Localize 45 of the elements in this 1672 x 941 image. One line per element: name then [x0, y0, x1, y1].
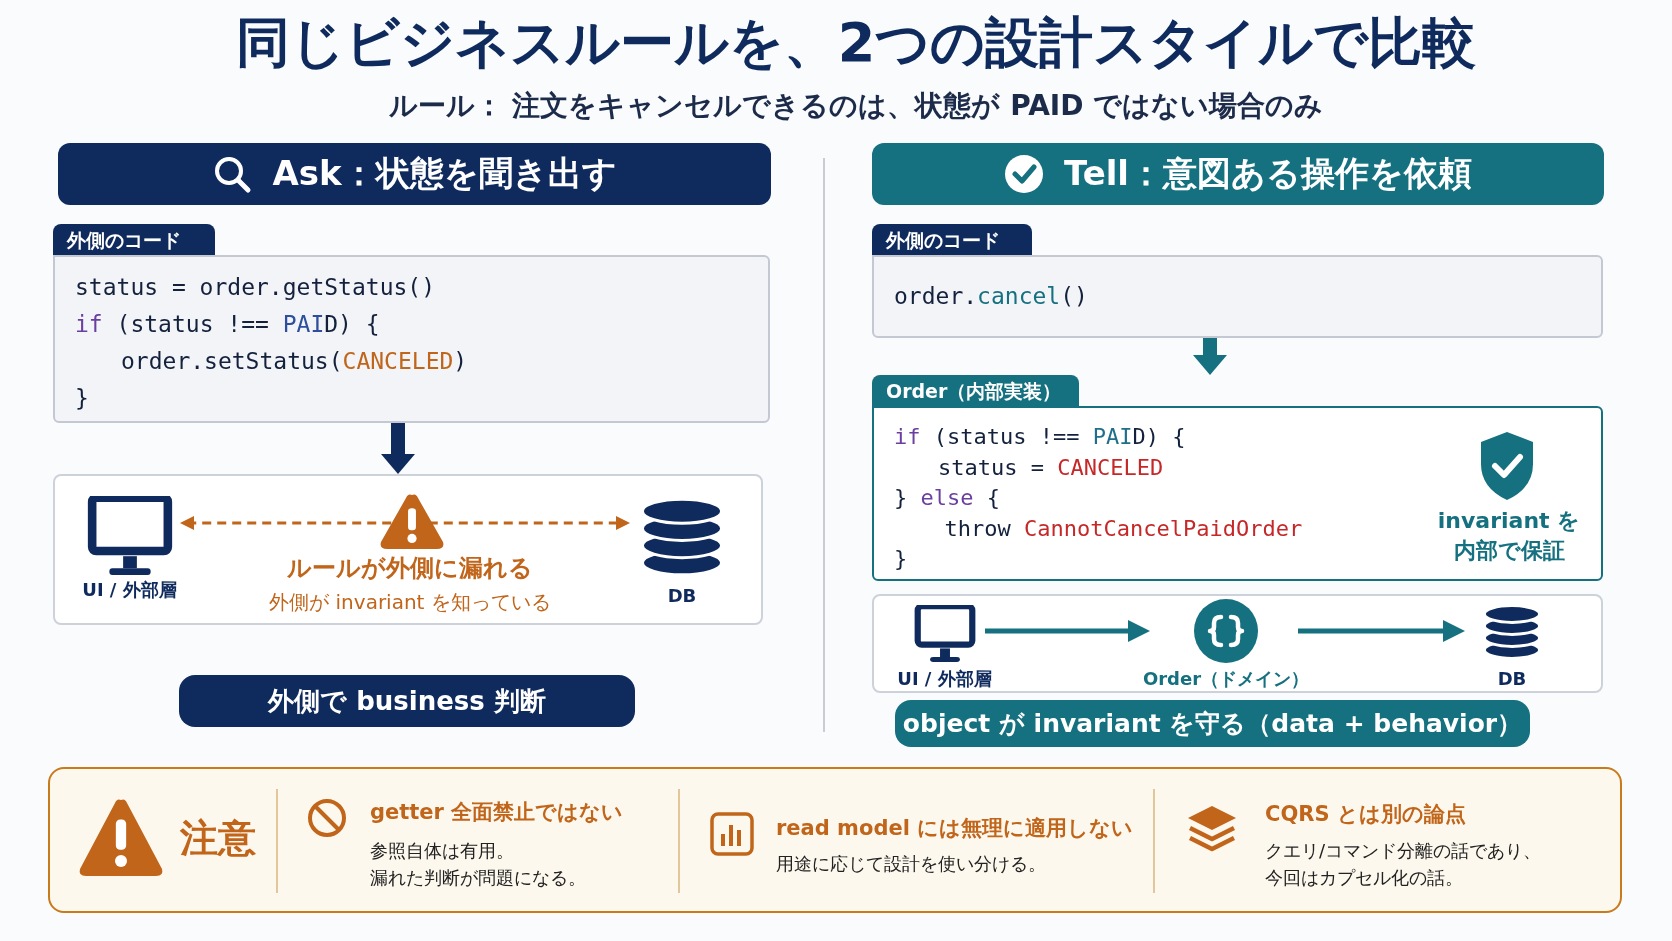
band-title: Tell：意図ある操作を依頼 — [1063, 152, 1472, 195]
flow-panel — [872, 594, 1603, 693]
guarantee-note: invariant を内部で保証 — [1436, 507, 1582, 565]
arrow — [1298, 620, 1465, 642]
section-heading: CQRS とは別の論点 — [1265, 801, 1466, 828]
warning-caption: ルールが外側に漏れる — [287, 554, 533, 582]
arrow — [428, 516, 630, 530]
page-title: 同じビジネスルールを、2つの設計スタイルで比較 — [235, 11, 1477, 74]
code-line: order.cancel() — [894, 282, 1088, 311]
title-band — [872, 143, 1604, 205]
arrow — [985, 620, 1150, 642]
band-title: Ask：状態を聞き出す — [272, 152, 617, 195]
caution-panel — [48, 767, 1622, 913]
flow-panel — [53, 474, 763, 625]
summary-pill: object が invariant を守る（data + behavior） — [895, 700, 1530, 747]
node-label: Order（ドメイン） — [1142, 668, 1310, 689]
section-heading: read model には無理に適用しない — [776, 815, 1134, 842]
code-line: } — [894, 545, 908, 573]
arrow — [180, 516, 392, 530]
code-line: status = CANCELED — [938, 453, 1164, 482]
code-line: order.setStatus(CANCELED) — [121, 347, 468, 376]
arrow — [1193, 338, 1227, 375]
code-line: } — [75, 384, 89, 413]
node-label: DB — [667, 585, 697, 606]
node-label: DB — [1497, 668, 1527, 689]
caution-heading: 注意 — [180, 815, 256, 862]
arrow — [381, 423, 415, 474]
code-tab: 外側のコード — [872, 224, 1032, 256]
section-heading: getter 全面禁止ではない — [370, 799, 624, 826]
node-label: UI / 外部層 — [82, 579, 177, 600]
section-body: 参照自体は有用。漏れた判断が問題になる。 — [370, 839, 586, 890]
warning-caption: 外側が invariant を知っている — [269, 590, 551, 614]
section-body: クエリ/コマンド分離の話であり、今回はカプセル化の話。 — [1265, 839, 1542, 890]
section-body: 用途に応じて設計を使い分ける。 — [776, 852, 1046, 876]
code-tab: 外側のコード — [53, 224, 215, 256]
code-line: } else { — [894, 484, 1000, 512]
code-line: status = order.getStatus() — [75, 273, 436, 302]
subtitle: ルール： 注文をキャンセルできるのは、状態が PAID ではない場合のみ — [388, 89, 1324, 122]
title-band — [58, 143, 771, 205]
node-label: UI / 外部層 — [897, 668, 992, 689]
code-line: throw CannotCancelPaidOrder — [944, 514, 1303, 543]
code-tab: Order（内部実装） — [872, 375, 1079, 407]
code-line: if (status !== PAID) { — [894, 423, 1186, 451]
code-line: if (status !== PAID) { — [75, 310, 380, 339]
summary-pill: 外側で business 判断 — [179, 675, 635, 727]
